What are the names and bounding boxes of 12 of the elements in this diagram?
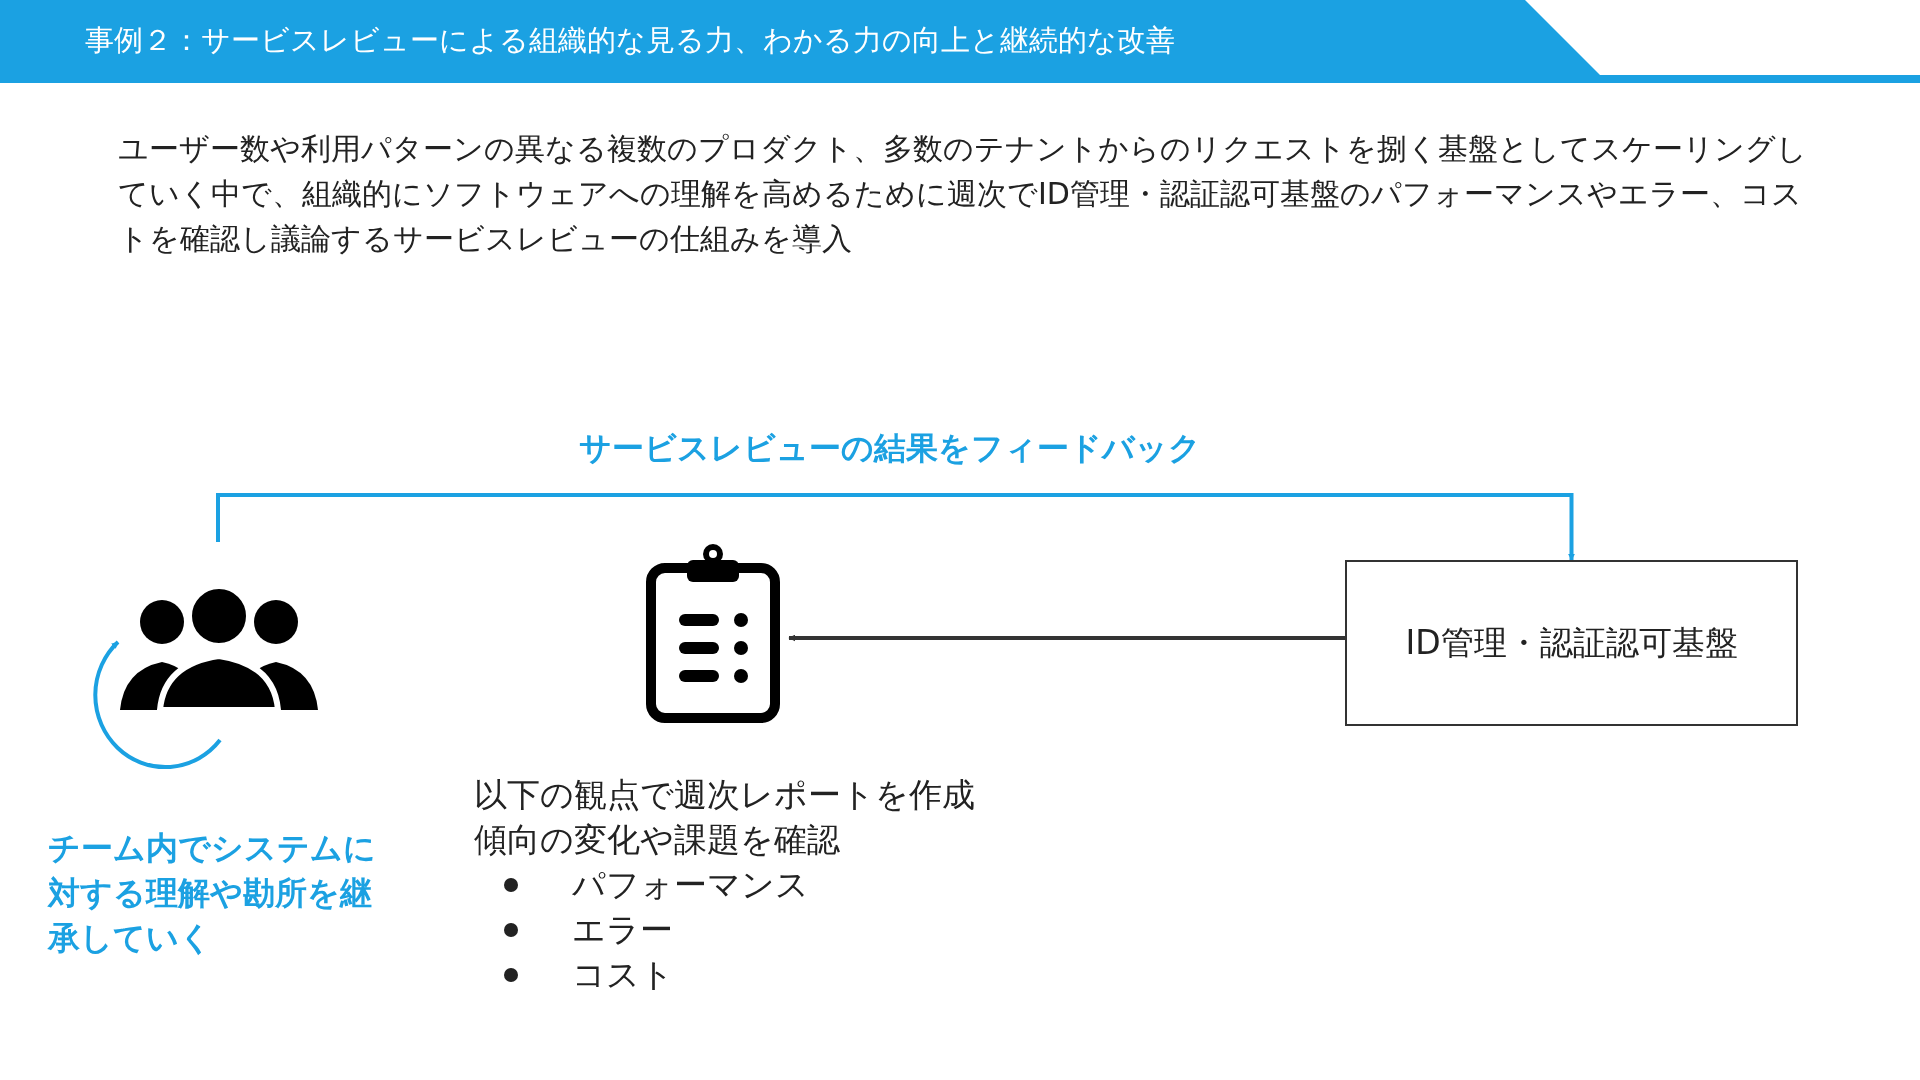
bullet-item: エラー <box>572 909 673 951</box>
box-label: ID管理・認証認可基盤 <box>1405 622 1738 665</box>
system-box <box>1345 560 1798 726</box>
description-paragraph: ユーザー数や利用パターンの異なる複数のプロダクト、多数のテナントからのリクエストを捌く基盤としてスケーリングしていく中で、組織的にソフトウェアへの理解を高めるために週次でID管理・認証認可基盤のパフォーマンスやエラー、コストを確認し議論するサービスレビューの仕組みを導入 <box>118 130 1808 258</box>
arrow <box>216 493 1575 561</box>
bullet-item: パフォーマンス <box>572 864 809 906</box>
header-title: 事例２：サービスレビューによる組織的な見る力、わかる力の向上と継続的な改善 <box>85 22 1175 59</box>
bullet-item: コスト <box>572 954 674 996</box>
team-note: チーム内でシステムに対する理解や勘所を継承していく <box>48 828 377 959</box>
report-note: 以下の観点で週次レポートを作成 <box>474 774 976 816</box>
report-note: 傾向の変化や課題を確認 <box>474 819 841 861</box>
arrow <box>788 634 1345 642</box>
